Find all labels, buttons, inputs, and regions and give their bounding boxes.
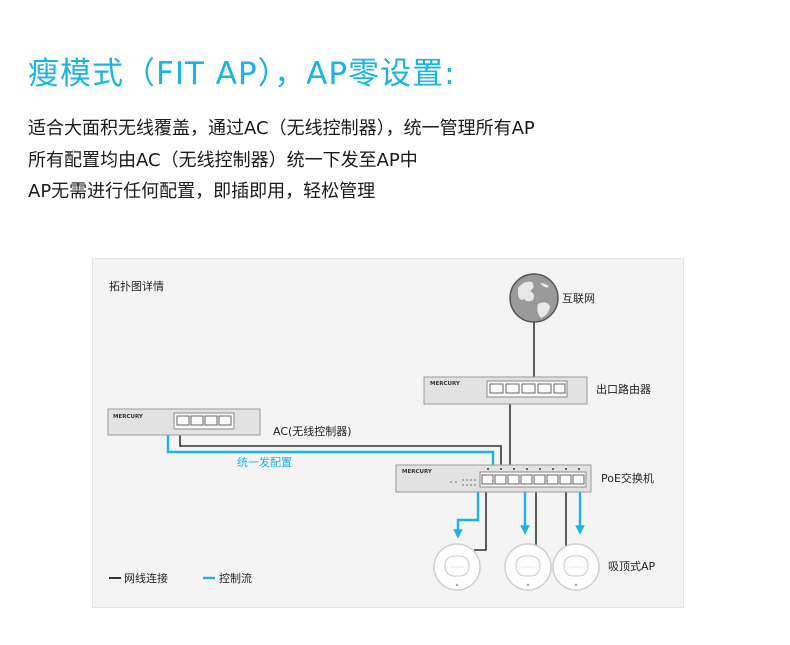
cable-ac-switch [179,435,502,466]
internet-label: 互联网 [562,292,595,305]
control-flow-lines [166,435,585,539]
globe-icon [509,273,559,323]
access-point-2 [504,543,552,591]
ac-label: AC(无线控制器) [273,424,352,438]
poe-switch-device [395,464,592,493]
ac-brand: MERCURY [113,414,144,420]
legend-control-label: 控制流 [219,571,252,585]
ap-label: 吸顶式AP [608,560,656,573]
switch-brand: MERCURY [402,469,433,475]
legend: 网线连接 控制流 [109,571,252,585]
cable-lines [179,318,567,551]
description-line-3: AP无需进行任何配置，即插即用，轻松管理 [28,181,376,202]
flow-switch-ap1 [453,490,480,539]
router-brand: MERCURY [430,381,461,387]
access-point-1 [433,543,481,591]
cable-switch-ap1 [474,490,487,551]
access-point-3 [552,543,600,591]
page-headline: 瘦模式（FIT AP），AP零设置: [28,56,456,92]
legend-cable-label: 网线连接 [124,571,168,585]
description-line-2: 所有配置均由AC（无线控制器）统一下发至AP中 [28,150,418,171]
ac-controller-device [107,408,261,436]
flow-ac-switch [166,435,495,466]
flow-label: 统一发配置 [237,455,292,469]
router-label: 出口路由器 [596,382,651,396]
switch-label: PoE交换机 [601,471,654,485]
description-line-1: 适合大面积无线覆盖，通过AC（无线控制器），统一管理所有AP [28,118,535,139]
router-device [423,376,588,405]
diagram-title: 拓扑图详情 [109,279,164,293]
